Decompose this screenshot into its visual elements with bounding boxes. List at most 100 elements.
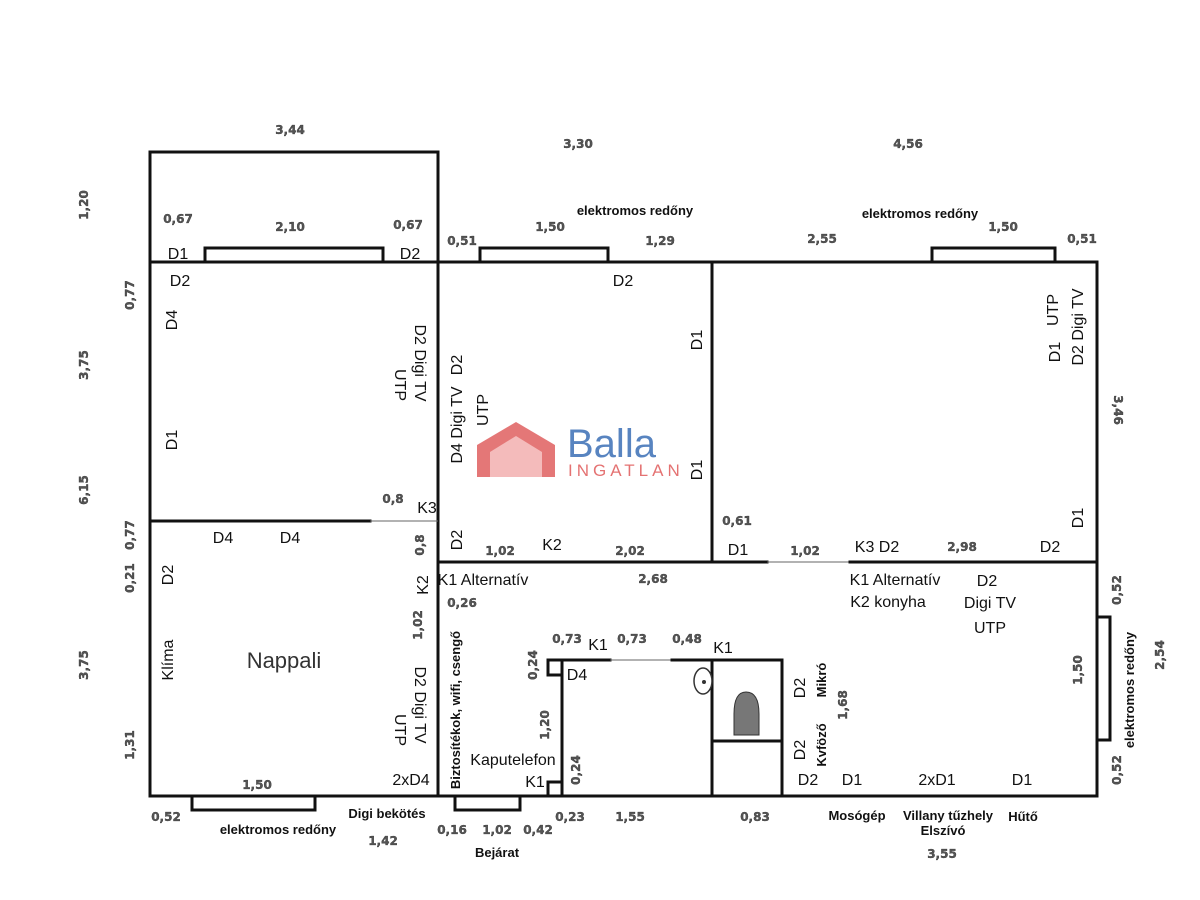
dimension-label: 3,75: [77, 350, 91, 380]
plan-annotation: D1: [164, 430, 181, 451]
dimension-label: 0,42: [523, 823, 553, 837]
dimension-label: 1,50: [988, 220, 1018, 234]
dimension-label: 0,51: [1067, 232, 1097, 246]
plan-annotation: D2: [449, 355, 466, 376]
watermark-subtitle: INGATLAN: [568, 461, 684, 480]
dimension-label: 2,02: [615, 544, 645, 558]
dimension-label: 0,77: [123, 280, 137, 310]
plan-annotation: D2: [449, 530, 466, 551]
plan-annotation: Digi TV: [964, 595, 1016, 612]
plan-annotation: D2: [792, 678, 809, 699]
walls: [148, 150, 1099, 798]
plan-annotation: D4: [280, 530, 301, 547]
plan-annotation: UTP: [475, 394, 492, 426]
plan-annotation: D2: [977, 573, 998, 590]
dimension-label: 3,30: [563, 137, 593, 151]
plan-annotation: K1 Alternatív: [850, 572, 941, 589]
dimension-label: 1,42: [368, 834, 398, 848]
plan-annotation: UTP: [1045, 294, 1062, 326]
plan-annotation: K2: [542, 537, 562, 554]
plan-annotation: Kaputelefon: [470, 752, 555, 769]
dimension-label: 0,73: [617, 632, 647, 646]
room-name: Nappali: [247, 648, 322, 673]
plan-annotation: elektromos redőny: [220, 822, 337, 837]
dimension-label: 0,67: [163, 212, 193, 226]
plan-annotation: D4: [213, 530, 234, 547]
dimension-label: 2,54: [1153, 640, 1167, 670]
dimension-label: 2,68: [638, 572, 668, 586]
dimension-label: 0,8: [382, 492, 403, 506]
dimension-label: 0,73: [552, 632, 582, 646]
entrance-door: [453, 794, 522, 812]
dimension-label: 3,55: [927, 847, 957, 861]
plan-annotation: elektromos redőny: [577, 203, 694, 218]
plan-annotation: UTP: [391, 714, 408, 746]
plan-annotation: K3: [417, 500, 437, 517]
plan-annotation: Mosógép: [828, 808, 885, 823]
plan-annotation: D2 Digi TV: [411, 666, 428, 743]
fixtures: [693, 667, 760, 736]
plan-annotation: 2xD1: [918, 772, 955, 789]
dimension-label: 1,02: [790, 544, 820, 558]
dimension-label: 0,21: [123, 563, 137, 593]
plan-annotation: D2: [170, 273, 191, 290]
plan-annotation: Hűtő: [1008, 809, 1038, 824]
plan-annotation: D1: [168, 246, 189, 263]
dimension-label: 0,24: [569, 755, 583, 785]
plan-annotation: D1: [1070, 508, 1087, 529]
window: [190, 794, 317, 812]
plan-annotation: K1: [713, 640, 733, 657]
dimension-label: 4,56: [893, 137, 923, 151]
dimension-label: 1,31: [123, 730, 137, 760]
plan-annotation: K2 konyha: [850, 594, 926, 611]
dimension-label: 2,98: [947, 540, 977, 554]
plan-annotation: Mikró: [814, 663, 829, 698]
plan-annotation: D2: [798, 772, 819, 789]
plan-annotation: UTP: [391, 369, 408, 401]
dimension-label: 0,24: [526, 650, 540, 680]
plan-annotation: D1: [1047, 342, 1064, 363]
plan-annotation: 2xD4: [392, 772, 429, 789]
dimension-label: 1,68: [836, 690, 850, 720]
plan-annotation: D1: [728, 542, 749, 559]
plan-annotation: D2 Digi TV: [411, 324, 428, 401]
window: [203, 246, 385, 264]
plan-annotation: D2: [613, 273, 634, 290]
window: [930, 246, 1057, 264]
windows: [190, 246, 1112, 812]
dimension-label: 0,52: [1110, 575, 1124, 605]
dimension-label: 1,50: [535, 220, 565, 234]
plan-annotation: D4: [164, 310, 181, 331]
dimension-label: 1,50: [242, 778, 272, 792]
dimension-label: 1,02: [482, 823, 512, 837]
shower-icon: [733, 691, 760, 736]
dimension-label: 1,20: [538, 710, 552, 740]
plan-annotation: Biztosítékok, wifi, csengő: [448, 631, 463, 789]
plan-annotation: D2: [792, 740, 809, 761]
plan-annotation: elektromos redőny: [862, 206, 979, 221]
dimension-label: 0,51: [447, 234, 477, 248]
dimension-label: 3,46: [1111, 395, 1125, 425]
dimension-label: 1,55: [615, 810, 645, 824]
plan-annotation: D2 Digi TV: [1070, 288, 1087, 365]
dimension-label: 3,44: [275, 123, 305, 137]
plan-annotation: Digi bekötés: [348, 806, 425, 821]
dimension-label: 0,67: [393, 218, 423, 232]
plan-annotation: D4: [567, 667, 588, 684]
dimension-label: 0,26: [447, 596, 477, 610]
window: [478, 246, 610, 264]
plan-annotation: D1: [689, 460, 706, 481]
plan-annotation: Bejárat: [475, 845, 520, 860]
plan-annotation: D1: [1012, 772, 1033, 789]
plan-annotation: Villany tűzhely: [903, 808, 994, 823]
plan-annotation: K2: [415, 575, 432, 595]
dimension-label: 1,29: [645, 234, 675, 248]
plan-annotation: D2: [400, 246, 421, 263]
plan-annotation: Kvföző: [814, 723, 829, 766]
dimension-label: 0,48: [672, 632, 702, 646]
plan-annotation: D2: [160, 565, 177, 586]
dimension-label: 1,50: [1071, 655, 1085, 685]
dimension-label: 0,77: [123, 520, 137, 550]
